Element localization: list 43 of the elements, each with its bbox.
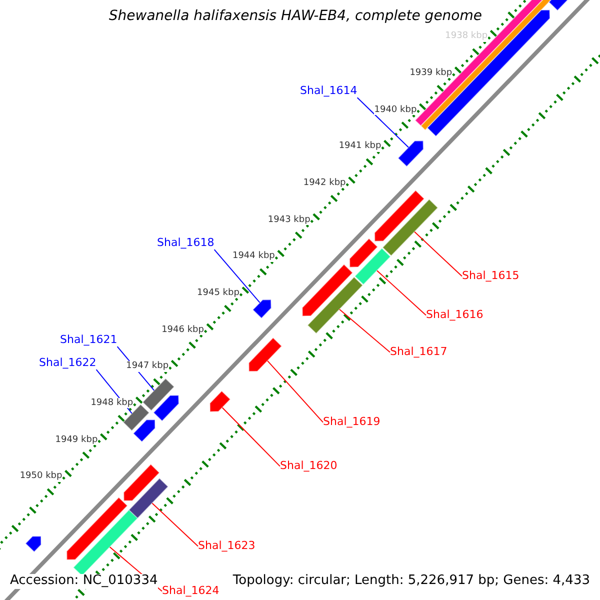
gene-feature (252, 299, 272, 319)
tick-label: 1940 kbp (374, 104, 417, 116)
leader-line (267, 360, 324, 423)
gene-feature (209, 390, 231, 412)
tick-label: 1939 kbp (410, 68, 452, 78)
gene-feature (397, 140, 424, 168)
gene-label: Shal_1617 (390, 346, 448, 359)
gene-label: Shal_1624 (162, 585, 220, 598)
gene-label: Shal_1622 (39, 357, 96, 370)
gene-feature (354, 248, 392, 286)
leader-line (356, 97, 409, 148)
leader-line (339, 308, 390, 353)
gene-label: Shal_1616 (426, 309, 484, 322)
gene-label: Shal_1615 (462, 270, 520, 283)
tick-label: 1941 kbp (338, 141, 382, 152)
leader-line (222, 407, 280, 467)
gene-feature (142, 378, 175, 412)
gene-label: Shal_1614 (300, 85, 358, 98)
tick-label: 1945 kbp (197, 288, 240, 298)
gene-label: Shal_1619 (323, 416, 380, 429)
genome-info-text: Topology: circular; Length: 5,226,917 bp; Genes: 4,433 (232, 574, 590, 589)
leader-line (414, 231, 462, 277)
gene-feature (126, 478, 169, 520)
gene-label: Shal_1620 (280, 460, 338, 473)
gene-feature (306, 276, 364, 334)
title: Shewanella halifaxensis HAW-EB4, complete genome (108, 8, 482, 24)
leader-line (214, 249, 260, 304)
gene-label: Shal_1618 (157, 237, 214, 250)
accession-text: Accession: NC_010334 (10, 574, 158, 589)
gene-label: Shal_1621 (60, 334, 118, 347)
tick-label: 1943 kbp (268, 214, 310, 226)
tick-label: 1946 kbp (162, 324, 204, 336)
gene-feature (382, 198, 438, 256)
tick-label: 1947 kbp (126, 361, 169, 372)
leader-line (152, 502, 198, 547)
tick-label: 1942 kbp (303, 178, 346, 188)
tick-label: 1944 kbp (232, 251, 275, 262)
gene-feature (248, 337, 282, 372)
tick-label: 1949 kbp (55, 434, 98, 446)
leader-line (376, 270, 426, 316)
tick-label: 1948 kbp (90, 398, 134, 408)
gene-label: Shal_1623 (198, 540, 256, 553)
tick-label: 1950 kbp (20, 471, 62, 482)
